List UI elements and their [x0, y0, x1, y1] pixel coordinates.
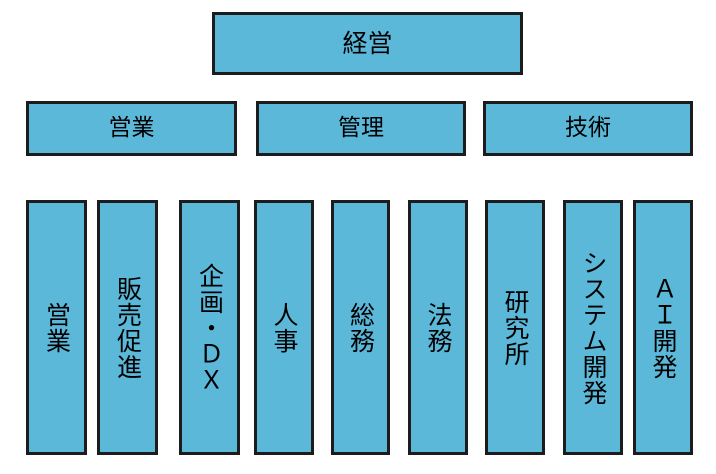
org-node-label: 研究所: [501, 288, 530, 367]
org-node-label: 管理: [338, 114, 384, 141]
org-node-department-sales[interactable]: 営業: [26, 200, 87, 455]
org-node-department-general-affairs[interactable]: 総務: [331, 200, 390, 455]
org-node-label: 人事: [270, 301, 299, 354]
org-node-label: 経営: [342, 28, 393, 58]
org-node-department-planning-dx[interactable]: 企画・ＤＸ: [179, 200, 240, 455]
org-node-label: 販売促進: [113, 275, 143, 380]
org-node-label: 技術: [565, 114, 611, 141]
org-node-label: 法務: [424, 301, 453, 354]
org-node-department-ai-development[interactable]: ＡＩ開発: [633, 200, 693, 455]
org-node-label: ＡＩ開発: [649, 275, 678, 380]
org-node-label: 総務: [346, 301, 376, 354]
org-node-division-administration[interactable]: 管理: [256, 101, 466, 156]
org-node-division-sales[interactable]: 営業: [26, 101, 237, 156]
org-node-label: 営業: [108, 114, 155, 141]
org-node-department-sales-promotion[interactable]: 販売促進: [97, 200, 158, 455]
org-node-department-human-resources[interactable]: 人事: [254, 200, 314, 455]
org-node-department-system-development[interactable]: システム開発: [563, 200, 623, 455]
org-node-department-legal[interactable]: 法務: [408, 200, 468, 455]
org-node-label: 企画・ＤＸ: [195, 262, 225, 393]
org-node-division-technology[interactable]: 技術: [483, 101, 693, 156]
org-node-label: システム開発: [579, 249, 608, 406]
org-node-label: 営業: [42, 301, 72, 354]
org-node-department-research-institute[interactable]: 研究所: [485, 200, 545, 455]
org-node-executive[interactable]: 経営: [212, 12, 523, 75]
